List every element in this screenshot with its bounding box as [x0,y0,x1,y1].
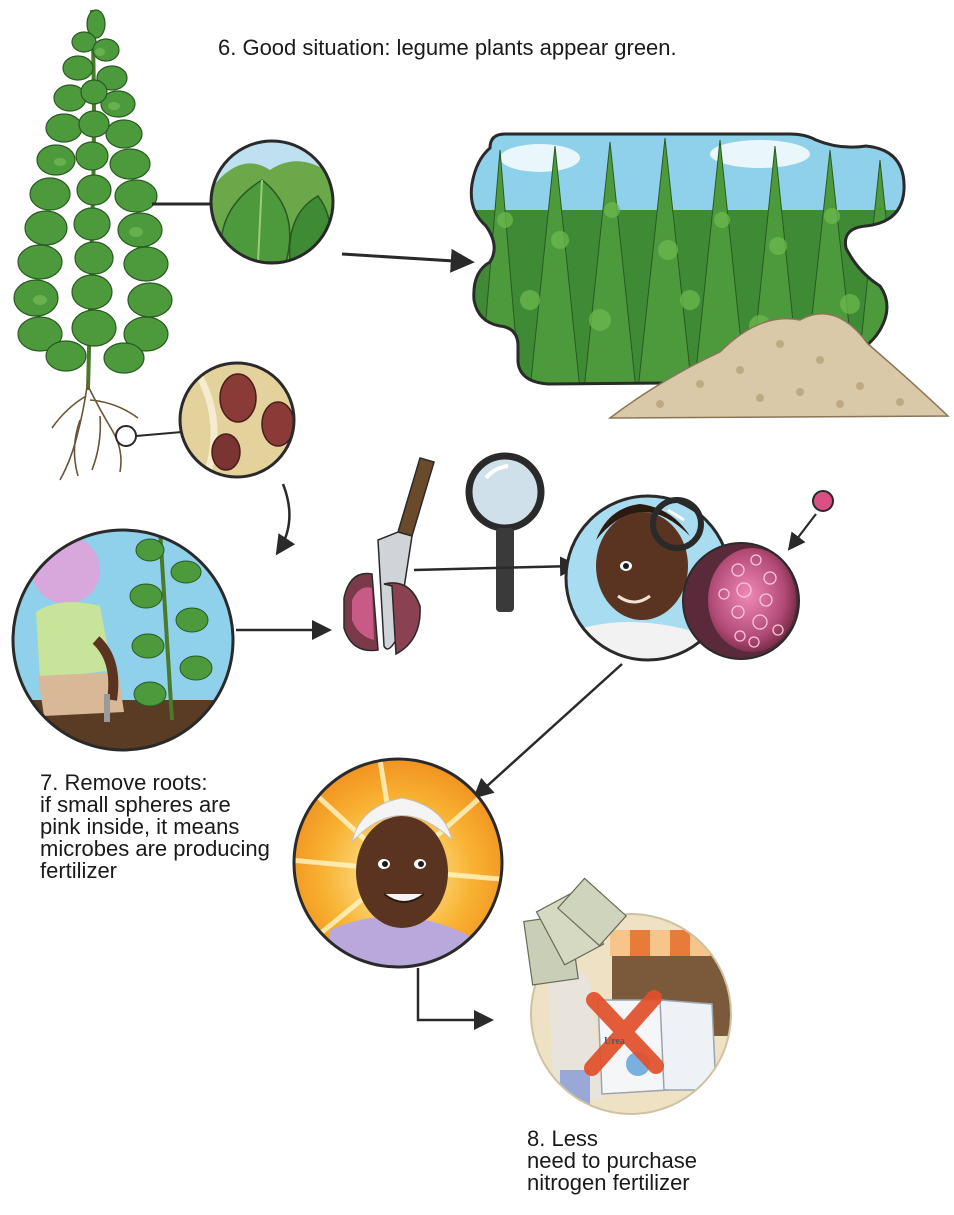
step8-caption-line: nitrogen fertilizer [527,1172,697,1194]
step8-caption-line: need to purchase [527,1150,697,1172]
pink-nodule-closeup [683,543,799,659]
step7-caption: 7. Remove roots: if small spheres are pi… [40,772,270,882]
nodule-closeup-circle [180,362,296,478]
urea-bag-label: Urea [604,1037,625,1047]
arrow-to-happy-farmer [476,664,622,796]
legume-field-illustration [460,130,948,418]
magnifying-glass-icon [469,456,541,612]
pink-sphere-marker [813,491,833,511]
step7-caption-line: 7. Remove roots: [40,772,270,794]
step6-caption: 6. Good situation: legume plants appear … [218,37,677,59]
leaf-closeup-circle [210,140,334,270]
step7-caption-line: microbes are producing [40,838,270,860]
farmer-digging-circle [10,530,240,760]
knife-cutting-nodule [344,458,434,654]
arrow-to-market [418,968,490,1020]
step7-caption-line: pink inside, it means [40,816,270,838]
arrow-to-inspection [414,566,576,570]
market-fertilizer-circle [524,878,732,1116]
step8-caption-line: 8. Less [527,1128,697,1150]
step8-caption: 8. Less need to purchase nitrogen fertil… [527,1128,697,1194]
step7-caption-line: fertilizer [40,860,270,882]
happy-farmer-circle [290,759,510,980]
arrow-to-field [342,254,470,262]
arrow-to-farmer [278,484,289,552]
arrow-to-pink-nodule [790,514,816,548]
step7-caption-line: if small spheres are [40,794,270,816]
